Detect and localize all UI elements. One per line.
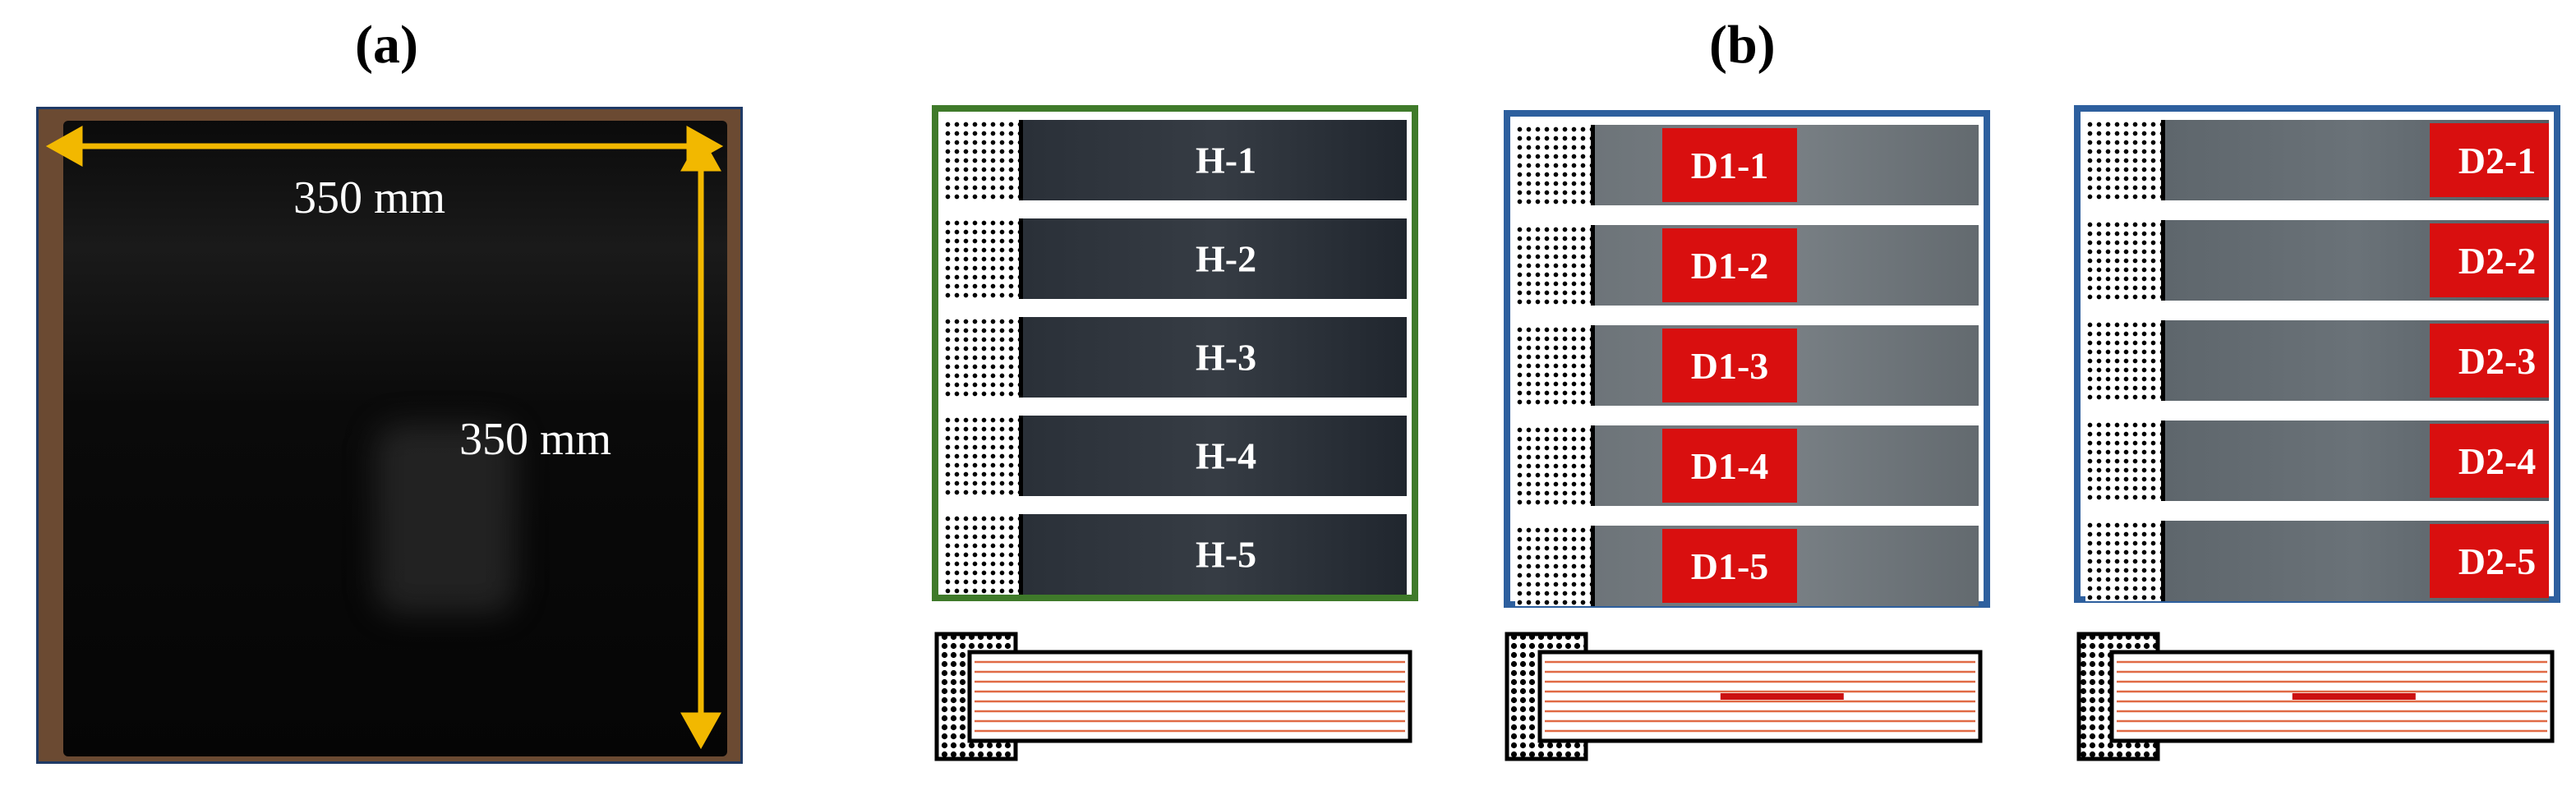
specimen-strip: D2-4 bbox=[2085, 417, 2549, 501]
specimen-label: H-2 bbox=[1196, 237, 1257, 280]
specimen-strip: H-4 bbox=[943, 412, 1407, 496]
grip-tab bbox=[1515, 425, 1595, 506]
specimen-strip: D1-1 bbox=[1515, 122, 1979, 205]
width-dimension-label: 350 mm bbox=[293, 172, 446, 223]
specimen-label: H-4 bbox=[1196, 434, 1257, 477]
schematic-laminate bbox=[967, 650, 1412, 743]
grip-tab bbox=[1515, 325, 1595, 406]
specimen-label-box: D1-2 bbox=[1662, 228, 1797, 302]
laminate-body: D1-3 bbox=[1595, 325, 1979, 406]
specimen-strip: D2-5 bbox=[2085, 517, 2549, 601]
panel-b-label: (b) bbox=[1709, 15, 1776, 75]
specimen-strip: D1-2 bbox=[1515, 222, 1979, 306]
specimen-label-box: D2-5 bbox=[2430, 524, 2549, 598]
grip-tab bbox=[943, 416, 1023, 496]
height-dimension-label: 350 mm bbox=[459, 414, 612, 465]
specimen-label-box: D2-1 bbox=[2430, 123, 2549, 197]
specimen-label: D2-4 bbox=[2458, 439, 2537, 482]
grip-tab bbox=[943, 120, 1023, 200]
laminate-body: H-3 bbox=[1023, 317, 1407, 398]
panel-a-label: (a) bbox=[355, 15, 418, 75]
grip-tab bbox=[2085, 421, 2165, 501]
grip-tab bbox=[1515, 225, 1595, 306]
specimen-label: D1-4 bbox=[1690, 444, 1769, 487]
grip-tab bbox=[943, 514, 1023, 595]
laminate-body: D2-3 bbox=[2165, 320, 2549, 401]
specimen-label-box: D2-2 bbox=[2430, 223, 2549, 297]
group-frame-h bbox=[932, 105, 1418, 601]
specimen-label: D1-5 bbox=[1690, 545, 1769, 587]
specimen-label-box: D2-4 bbox=[2430, 424, 2549, 498]
laminate-body: H-5 bbox=[1023, 514, 1407, 595]
specimen-label-box: D1-1 bbox=[1662, 128, 1797, 202]
specimen-strip: D2-3 bbox=[2085, 317, 2549, 401]
laminate-body: D2-4 bbox=[2165, 421, 2549, 501]
laminate-body: D1-4 bbox=[1595, 425, 1979, 506]
grip-tab bbox=[943, 317, 1023, 398]
schematic-d2 bbox=[2076, 632, 2555, 761]
schematic-d1 bbox=[1505, 632, 1983, 761]
grip-tab bbox=[943, 218, 1023, 299]
specimen-label: H-5 bbox=[1196, 533, 1257, 576]
laminate-body: H-2 bbox=[1023, 218, 1407, 299]
laminate-body: D2-2 bbox=[2165, 220, 2549, 301]
grip-tab bbox=[2085, 521, 2165, 601]
laminate-body: D1-5 bbox=[1595, 526, 1979, 606]
specimen-label: H-1 bbox=[1196, 139, 1257, 182]
specimen-strip: D1-5 bbox=[1515, 522, 1979, 606]
specimen-label-box: D1-4 bbox=[1662, 429, 1797, 503]
grip-tab bbox=[2085, 320, 2165, 401]
laminate-body: H-1 bbox=[1023, 120, 1407, 200]
specimen-label: D1-1 bbox=[1690, 144, 1769, 186]
laminate-photo: 350 mm 350 mm bbox=[36, 107, 743, 764]
dimension-arrows bbox=[45, 126, 724, 750]
specimen-strip: H-1 bbox=[943, 117, 1407, 200]
specimen-strip: H-2 bbox=[943, 215, 1407, 299]
specimen-strip: D2-1 bbox=[2085, 117, 2549, 200]
specimen-strip: D1-4 bbox=[1515, 422, 1979, 506]
grip-tab bbox=[2085, 120, 2165, 200]
specimen-label-box: D1-3 bbox=[1662, 329, 1797, 402]
grip-tab bbox=[1515, 526, 1595, 606]
specimen-strip: D2-2 bbox=[2085, 217, 2549, 301]
specimen-label: D2-2 bbox=[2458, 239, 2537, 282]
specimen-label: D1-3 bbox=[1690, 344, 1769, 387]
carbon-sheet bbox=[63, 121, 727, 756]
schematic-h bbox=[934, 632, 1412, 761]
laminate-body: D1-1 bbox=[1595, 125, 1979, 205]
specimen-strip: D1-3 bbox=[1515, 322, 1979, 406]
laminate-body: D2-5 bbox=[2165, 521, 2549, 601]
specimen-label: D1-2 bbox=[1690, 244, 1769, 287]
laminate-body: D1-2 bbox=[1595, 225, 1979, 306]
specimen-label: D2-5 bbox=[2458, 540, 2537, 582]
laminate-body: D2-1 bbox=[2165, 120, 2549, 200]
specimen-label-box: D2-3 bbox=[2430, 324, 2549, 398]
grip-tab bbox=[2085, 220, 2165, 301]
specimen-label-box: D1-5 bbox=[1662, 529, 1797, 603]
laminate-body: H-4 bbox=[1023, 416, 1407, 496]
specimen-strip: H-5 bbox=[943, 511, 1407, 595]
specimen-label: D2-3 bbox=[2458, 339, 2537, 382]
specimen-strip: H-3 bbox=[943, 314, 1407, 398]
specimen-label: D2-1 bbox=[2458, 139, 2537, 182]
specimen-label: H-3 bbox=[1196, 336, 1257, 379]
grip-tab bbox=[1515, 125, 1595, 205]
